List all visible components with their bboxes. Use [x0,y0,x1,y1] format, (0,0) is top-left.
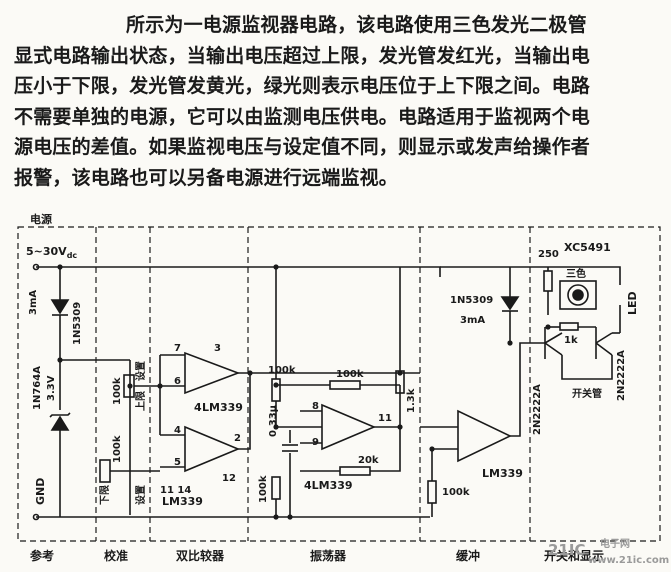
label-led: LED [626,291,639,315]
label-led-color: 三色 [566,267,586,280]
label-gnd: GND [34,478,47,505]
label-switch: 开关管 [572,387,602,400]
label-supply-range: 5~30Vdc [26,245,77,260]
label-pin4: 4 [174,425,181,436]
label-osc-r-bottom: 100k [258,475,269,503]
watermark-title: 电子网 [600,537,630,550]
label-r-1k: 1k [564,335,578,346]
section-caption: 参考 [30,548,54,563]
label-osc-pin8: 8 [312,401,319,412]
section-caption: 缓冲 [456,548,480,563]
label-r-100k-upper: 100k [112,377,123,405]
paragraph-line: 所示为一电源监视器电路，该电路使用三色发光二极管 [126,14,587,36]
label-set-lower-2: 设置 [134,485,147,505]
label-r-100k-lower: 100k [112,435,123,463]
label-buf-part: LM339 [482,467,523,480]
label-set-lower-1: 下限 [99,484,111,505]
paragraph-line: 压小于下限，发光管发黄光，绿光则表示电压位于上下限之间。电路 [14,75,591,97]
label-osc-cap: 0.33μ [268,404,279,437]
label-zener-voltage: 3.3V [46,375,57,401]
label-q2: 2N2222A [532,384,543,435]
watermark-url: www.21ic.com [588,555,669,566]
label-r-13k: 1.3k [406,388,417,413]
circuit-diagram: 电源 5~30Vdc 3mA 1N5309 1N764A 3.3V GND 10… [17,212,669,566]
description-paragraph: 所示为一电源监视器电路，该电路使用三色发光二极管 显式电路输出状态，当输出电压超… [14,10,664,193]
label-osc-pin9: 9 [312,437,319,448]
label-q1: 2N2222A [616,350,627,401]
section-caption: 开关和显示 [544,548,604,563]
paragraph-line: 源电压的差值。如果监视电压与设定值不同，则显示或发声给操作者 [14,136,591,158]
label-3ma-left: 3mA [28,290,39,315]
label-led-part: XC5491 [564,241,611,254]
section-caption: 振荡器 [310,548,347,563]
label-pin12: 12 [222,473,236,484]
label-power: 电源 [30,212,52,226]
label-1n5309-left: 1N5309 [72,302,83,345]
label-pin2: 2 [234,433,241,444]
label-opamp-b-part: LM339 [162,495,203,508]
label-pin6: 6 [174,376,181,387]
paragraph-line: 不需要单独的电源，它可以由监测电压供电。电路适用于监视两个电 [14,105,591,128]
label-buf-r: 100k [442,487,470,498]
label-pin7: 7 [174,343,181,354]
paragraph-line: 报警，该电路也可以另备电源进行远端监视。 [14,166,399,189]
label-set-upper-1: 设置 [134,361,147,381]
section-caption: 双比较器 [176,548,225,563]
label-opamp-a-part: LM339 [202,401,243,414]
label-pin11-14: 11 14 [160,485,191,496]
paragraph-line: 显式电路输出状态，当输出电压超过上限，发光管发红光，当输出电 [14,44,591,67]
label-3ma-right: 3mA [460,315,485,326]
label-osc-r2: 100k [336,369,364,380]
label-set-upper-2: 上限 [134,390,147,411]
label-osc-pin11: 11 [378,413,392,424]
label-1n5309-right: 1N5309 [450,295,493,306]
label-pin3: 3 [214,343,221,354]
label-osc-part: 4LM339 [304,479,353,492]
label-pin5: 5 [174,457,181,468]
label-osc-r1: 100k [268,365,296,376]
label-zener: 1N764A [32,366,43,410]
section-caption: 校准 [104,548,128,563]
label-r-250: 250 [538,249,559,260]
label-osc-r-20k: 20k [358,455,379,466]
watermark-logo: 21IC [548,541,585,559]
label-opamp-a-prefix: 4 [194,401,202,414]
